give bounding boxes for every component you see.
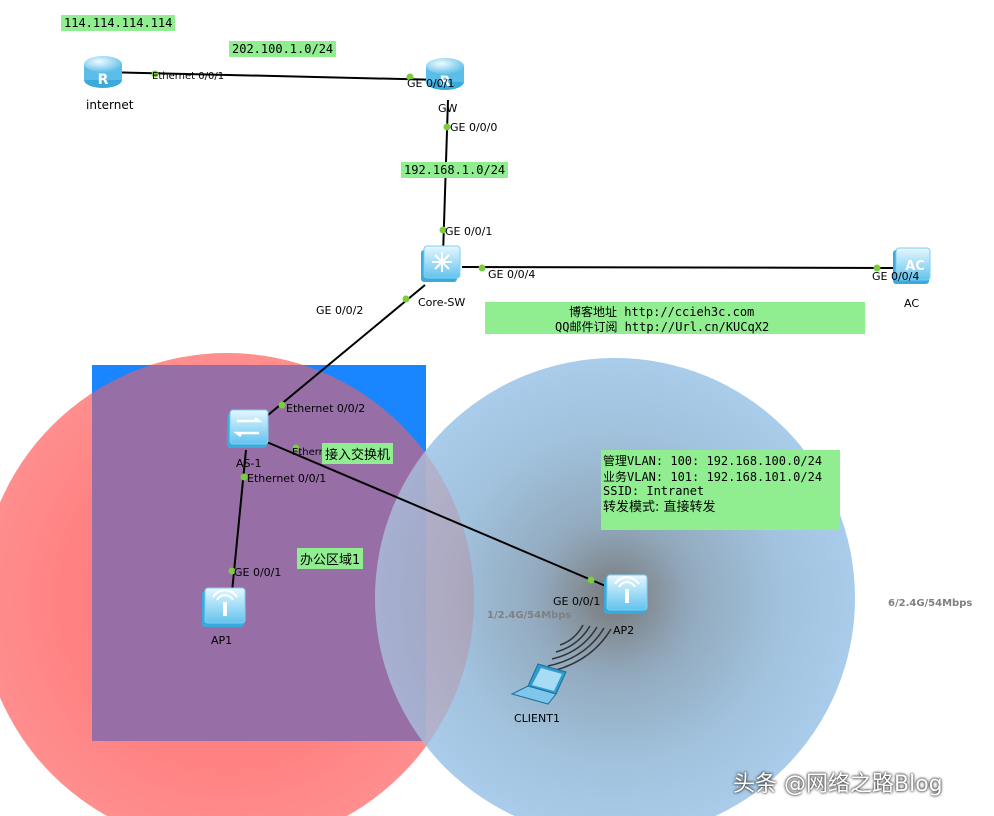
ap1-coverage-overlay [0, 353, 474, 816]
watermark: 头条 @网络之路Blog [733, 772, 943, 797]
forward-mode-text: 转发模式: 直接转发 [603, 500, 716, 515]
port-gw-ge001: GE 0/0/1 [407, 77, 455, 90]
wan-subnet-label: 202.100.1.0/24 [229, 41, 337, 57]
svg-text:AC: AC [905, 259, 925, 274]
wireless-signal-icon [543, 624, 612, 674]
link-core-ac [461, 266, 906, 269]
ac-name: AC [904, 297, 920, 310]
ap1-name: AP1 [211, 634, 233, 647]
as1-name: AS-1 [236, 457, 262, 470]
svg-text:R: R [98, 72, 109, 88]
port-gw-ge000: GE 0/0/0 [450, 121, 498, 134]
gw-router-icon[interactable]: R [426, 58, 464, 90]
internet-name: internet [86, 98, 134, 112]
port-dots [151, 70, 881, 584]
port-core-ge002: GE 0/0/2 [316, 304, 364, 317]
link-internet-gw [102, 71, 444, 81]
service-vlan-text: 业务VLAN: 101: 192.168.101.0/24 [603, 470, 823, 484]
internet-router-icon[interactable]: R [84, 56, 122, 88]
link-as1-ap2 [261, 439, 616, 591]
ap2-name: AP2 [613, 624, 635, 637]
port-ap1-ge001: GE 0/0/1 [234, 566, 282, 579]
wlan-info-note: 管理VLAN: 100: 192.168.100.0/24 业务VLAN: 10… [601, 450, 840, 530]
access-switch-icon[interactable] [227, 409, 269, 448]
mgmt-vlan-text: 管理VLAN: 100: 192.168.100.0/24 [603, 454, 823, 468]
port-ap2-ge001: GE 0/0/1 [553, 595, 601, 608]
ac-controller-icon[interactable]: AC [893, 247, 931, 284]
access-switch-label: 接入交换机 [322, 443, 394, 464]
office-area-label: 办公区域1 [297, 548, 364, 569]
ssid-text: SSID: Intranet [603, 484, 705, 498]
ap1-access-point-icon[interactable] [202, 587, 246, 627]
core-switch-icon[interactable] [421, 245, 461, 282]
core-name: Core-SW [418, 296, 466, 309]
ap2-radio-label: 6/2.4G/54Mbps [888, 598, 973, 609]
port-core-ge001: GE 0/0/1 [445, 225, 493, 238]
port-core-ge004: GE 0/0/4 [488, 268, 536, 281]
svg-text:R: R [440, 74, 451, 90]
blog-line-1: 博客地址 http://ccieh3c.com [569, 305, 755, 319]
lan-subnet-label: 192.168.1.0/24 [401, 162, 509, 178]
internet-ip-label: 114.114.114.114 [61, 15, 176, 31]
link-core-as1 [261, 284, 426, 421]
port-as1-e002: Ethernet 0/0/2 [286, 402, 366, 415]
ap2-access-point-icon[interactable] [604, 574, 648, 614]
blog-note: 博客地址 http://ccieh3c.com QQ邮件订阅 http://Ur… [485, 302, 865, 334]
client-laptop-icon[interactable] [510, 663, 567, 705]
blog-line-2: QQ邮件订阅 http://Url.cn/KUCqX2 [555, 320, 770, 334]
ap1-coverage-tint [0, 353, 474, 816]
ap1-radio-label: 1/2.4G/54Mbps [487, 610, 572, 621]
port-internet-e001: Ethernet 0/0/1 [152, 71, 225, 82]
client-name: CLIENT1 [514, 712, 560, 725]
port-ac-ge004: GE 0/0/4 [872, 270, 920, 283]
gw-name: GW [438, 102, 458, 115]
port-as1-e001: Ethernet 0/0/1 [247, 472, 327, 485]
